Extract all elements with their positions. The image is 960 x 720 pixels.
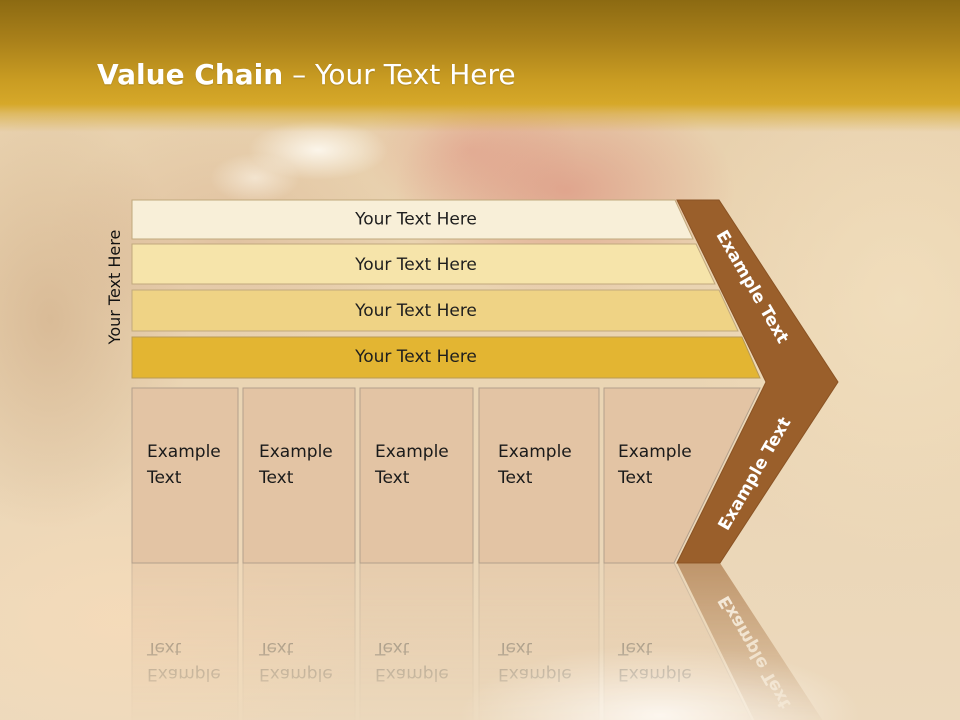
primary-activity-box-1 [131, 387, 239, 564]
primary-activity-label-2: Example Text [259, 442, 333, 488]
slide-title-rest: – Your Text Here [283, 58, 516, 91]
bar-shape [131, 289, 739, 332]
primary-activity-label-reflection: Example Text [375, 638, 449, 684]
slide-title: Value Chain – Your Text Here [97, 60, 516, 90]
primary-activity-box-reflection [603, 563, 761, 720]
primary-activity-label-1: Example Text [147, 442, 221, 488]
chevron-reflection [677, 563, 838, 720]
primary-activity-label-3: Example Text [375, 442, 449, 488]
primary-activity-box-4 [478, 387, 600, 564]
support-activity-bar-2: Your Text Here [131, 243, 716, 285]
bar-label: Your Text Here [354, 301, 477, 321]
primary-activity-box-3 [359, 387, 474, 564]
primary-activity-label-reflection: Example Text [618, 638, 692, 684]
primary-activity-box-2 [242, 387, 356, 564]
support-activity-bar-1: Your Text Here [131, 199, 694, 240]
primary-activity-label-reflection: Example Text [259, 638, 333, 684]
bar-label: Your Text Here [354, 347, 477, 367]
primary-activity-label-reflection: Example Text [498, 638, 572, 684]
support-activity-bar-4: Your Text Here [131, 336, 761, 379]
primary-activity-box-reflection [242, 563, 356, 720]
bar-shape [131, 199, 694, 240]
primary-activity-label-5: Example Text [618, 442, 692, 488]
primary-activity-label-reflection: Example Text [147, 638, 221, 684]
diagram-reflection: Example Text Example Text Example Text E… [0, 563, 960, 720]
bar-shape [131, 243, 716, 285]
primary-activity-box-reflection [478, 563, 600, 720]
title-bar [0, 0, 960, 132]
primary-activity-box-reflection [359, 563, 474, 720]
bar-label: Your Text Here [354, 210, 477, 230]
primary-activity-label-4: Example Text [498, 442, 572, 488]
bar-label: Your Text Here [354, 255, 477, 275]
primary-activity-box-reflection [131, 563, 239, 720]
reflection-mirror: Example Text Example Text Example Text E… [0, 563, 960, 720]
slide-title-bold: Value Chain [97, 58, 284, 91]
support-activity-bar-3: Your Text Here [131, 289, 739, 332]
bar-shape [131, 336, 761, 379]
reflection-shapes: Example Text [131, 563, 838, 720]
